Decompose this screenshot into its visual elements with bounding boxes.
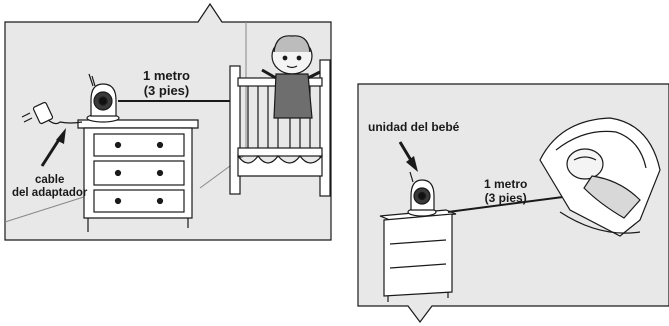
distance-label-left-line1: 1 metro [143, 68, 190, 83]
cable-label-line2: del adaptador [12, 187, 88, 200]
camera-left [86, 73, 120, 123]
cable-arrow [40, 128, 66, 167]
baby-unit-label: unidad del bebé [368, 120, 460, 134]
dresser-left [77, 119, 199, 232]
cable-label: cable del adaptador [12, 174, 87, 200]
baby-carrier [539, 117, 661, 237]
adapter-plug [21, 101, 83, 125]
dresser-right [379, 209, 457, 302]
crib [229, 59, 331, 197]
cable-label-line1: cable [34, 174, 65, 186]
camera-right [407, 171, 437, 217]
baby-standing [261, 35, 321, 119]
distance-label-right-line1: 1 metro [484, 177, 528, 191]
baby-unit-arrow [398, 141, 418, 172]
distance-label-right: 1 metro (3 pies) [484, 177, 528, 206]
distance-label-right-line2: (3 pies) [484, 190, 527, 205]
distance-label-left: 1 metro (3 pies) [143, 68, 190, 99]
distance-label-left-line2: (3 pies) [143, 82, 190, 98]
